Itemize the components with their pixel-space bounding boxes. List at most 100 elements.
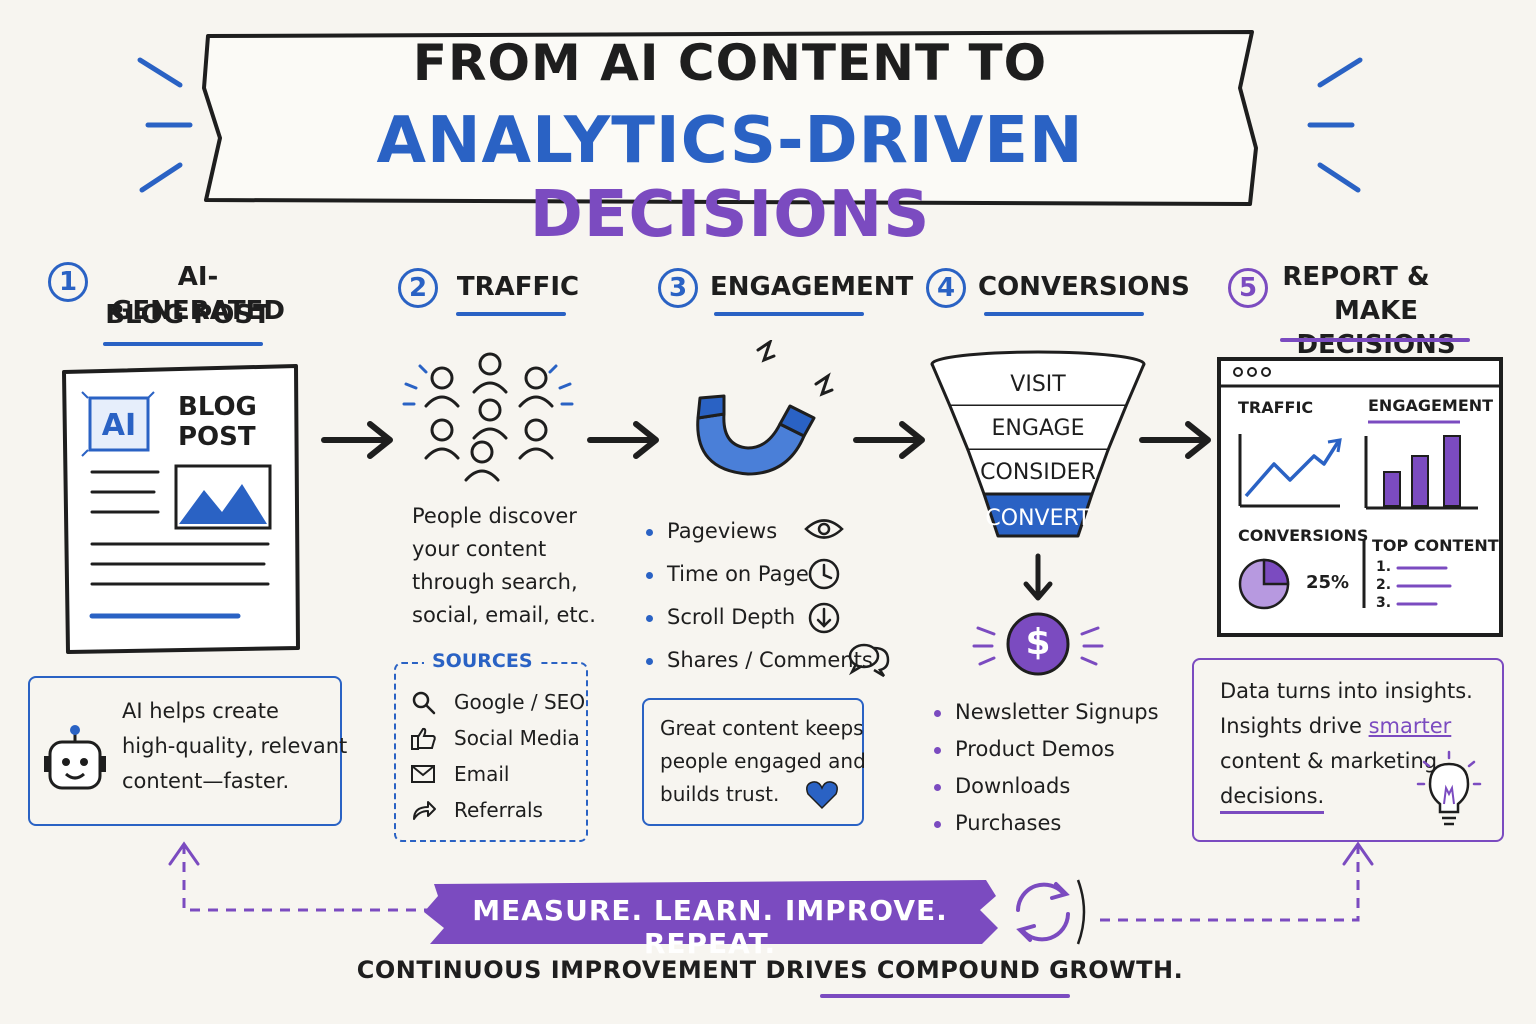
source-label-email: Email	[454, 762, 510, 786]
title-line-1: FROM AI CONTENT TO	[412, 34, 1048, 92]
refresh-cycle-icon	[1016, 879, 1086, 945]
traffic-text-l1: People discover	[412, 504, 577, 528]
title-banner	[202, 30, 1258, 206]
footer-banner-text: MEASURE. LEARN. IMPROVE. REPEAT.	[472, 894, 948, 960]
title-decisions: DECISIONS	[529, 178, 931, 252]
dash-rank-1: 1.	[1376, 559, 1392, 575]
engagement-metrics-list: Pageviews Time on Page Scroll Depth Shar…	[646, 510, 873, 682]
source-label-referrals: Referrals	[454, 798, 543, 822]
blog-label-l2: POST	[178, 422, 256, 452]
arrow-right-icon-3	[853, 421, 925, 459]
heart-icon	[806, 781, 838, 810]
people-crowd-icon	[402, 352, 574, 482]
funnel-engage: ENGAGE	[991, 416, 1085, 441]
dash-rank-3: 3.	[1376, 595, 1392, 611]
footer-tagline: CONTINUOUS IMPROVEMENT DRIVES COMPOUND G…	[356, 956, 1184, 984]
funnel-convert: CONVERT	[985, 506, 1091, 531]
funnel-visit: VISIT	[1010, 372, 1066, 397]
metric-shares-comments: Shares / Comments	[646, 639, 873, 682]
scroll-down-icon	[808, 602, 840, 634]
step-1-number: 1	[48, 262, 88, 302]
search-icon	[412, 691, 436, 715]
arrow-right-icon-2	[587, 421, 659, 459]
arrow-right-icon-1	[321, 421, 393, 459]
engagement-note-l2: people engaged and	[660, 749, 866, 773]
insight-l4: decisions.	[1220, 781, 1325, 814]
engagement-note-box	[642, 698, 864, 826]
dash-engagement-label: ENGAGEMENT	[1368, 396, 1494, 415]
insight-l1: Data turns into insights.	[1220, 679, 1473, 703]
feedback-loop-dashed-arrows	[168, 841, 1374, 922]
metric-scroll-depth: Scroll Depth	[646, 596, 873, 639]
step-4-underline	[984, 312, 1144, 316]
insight-text: Data turns into insights. Insights drive…	[1220, 674, 1473, 814]
dash-rank-list: 1. 2. 3.	[1376, 558, 1391, 612]
step-4-title: CONVERSIONS	[978, 272, 1190, 302]
envelope-icon	[411, 765, 435, 783]
insight-l2: Insights drive smarter	[1220, 714, 1452, 738]
source-item-social: Social Media	[410, 720, 585, 756]
right-rays-icon	[1307, 57, 1363, 193]
step-1-title-l1: AI-GENERATED	[111, 262, 285, 326]
ai-badge: AI	[101, 408, 137, 443]
engagement-note-l1: Great content keeps	[660, 716, 864, 740]
step-3-number: 3	[658, 268, 698, 308]
sources-title: SOURCES	[424, 650, 541, 672]
sources-list: Google / SEO Social Media Email Referral…	[410, 684, 585, 828]
dash-rank-2: 2.	[1376, 577, 1392, 593]
blog-label: BLOG POST	[178, 392, 257, 452]
ai-note-text: AI helps create high-quality, relevant c…	[122, 694, 347, 799]
robot-icon	[44, 725, 106, 790]
dollar-coin-icon	[972, 612, 1104, 676]
dash-top-content-label: TOP CONTENT	[1372, 536, 1499, 555]
dash-percent: 25%	[1306, 572, 1350, 593]
engagement-note-l3: builds trust.	[660, 782, 780, 806]
title-analytics: ANALYTICS-DRIVEN	[376, 104, 1084, 178]
step-3-underline	[714, 312, 864, 316]
insight-l3: content & marketing	[1220, 749, 1438, 773]
step-5-title-l1: REPORT &	[1282, 262, 1430, 292]
lightbulb-icon	[1416, 750, 1482, 826]
step-5-number: 5	[1228, 268, 1268, 308]
source-item-referrals: Referrals	[410, 792, 585, 828]
ai-note-box	[28, 676, 342, 826]
arrow-right-icon-4	[1139, 421, 1211, 459]
footer-banner-brush	[424, 880, 998, 944]
metric-pageviews: Pageviews	[646, 510, 873, 553]
insight-box	[1192, 658, 1504, 842]
engagement-note-text: Great content keeps people engaged and b…	[660, 712, 866, 811]
conversion-demos: Product Demos	[934, 731, 1159, 768]
dash-traffic-label: TRAFFIC	[1238, 398, 1314, 417]
blog-label-l1: BLOG	[178, 392, 257, 422]
step-5-underline	[1280, 338, 1470, 342]
share-arrow-icon	[413, 801, 436, 820]
source-item-google: Google / SEO	[410, 684, 585, 720]
dashboard-window	[1217, 357, 1503, 637]
thumbs-up-icon	[411, 727, 436, 750]
source-item-email: Email	[410, 756, 585, 792]
ai-note-l2: high-quality, relevant	[122, 734, 348, 758]
traffic-description: People discover your content through sea…	[412, 500, 596, 632]
magnet-icon	[696, 340, 834, 476]
left-rays-icon	[137, 57, 193, 193]
traffic-text-l2: your content	[412, 537, 547, 561]
conversion-downloads: Downloads	[934, 768, 1159, 805]
conversions-list: Newsletter Signups Product Demos Downloa…	[934, 694, 1159, 842]
conversion-newsletter: Newsletter Signups	[934, 694, 1159, 731]
funnel-consider: CONSIDER	[980, 460, 1096, 485]
conversion-purchases: Purchases	[934, 805, 1159, 842]
dash-conversions-label: CONVERSIONS	[1238, 526, 1369, 545]
arrow-down-icon	[1023, 553, 1053, 601]
title-line-2: ANALYTICS-DRIVEN DECISIONS	[200, 104, 1260, 252]
ai-note-l1: AI helps create	[122, 699, 279, 723]
traffic-text-l4: social, email, etc.	[412, 603, 596, 627]
dollar-symbol: $	[1025, 622, 1051, 663]
step-2-title: TRAFFIC	[456, 272, 580, 302]
traffic-text-l3: through search,	[412, 570, 578, 594]
source-label-social: Social Media	[454, 726, 580, 750]
step-1-underline	[103, 342, 263, 346]
clock-icon	[808, 558, 840, 590]
conversion-funnel-icon	[930, 350, 1146, 538]
step-1-title-l2: BLOG POST	[105, 300, 271, 330]
step-5-title-l2: MAKE DECISIONS	[1296, 296, 1456, 360]
